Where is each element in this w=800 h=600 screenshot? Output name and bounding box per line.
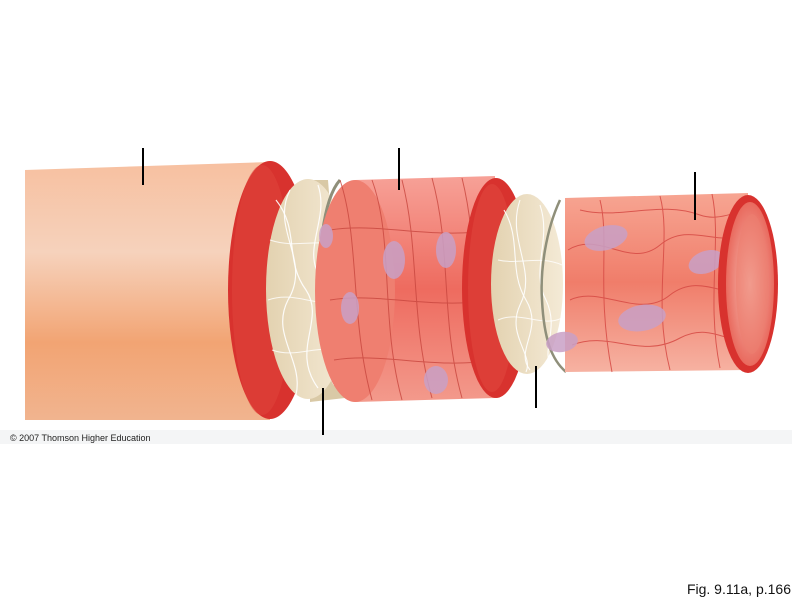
nucleus xyxy=(424,366,448,394)
endothelial-nucleus xyxy=(688,249,724,275)
endothelial-nucleus xyxy=(618,304,666,332)
endothelial-nucleus xyxy=(546,331,578,353)
nucleus xyxy=(383,241,405,279)
lumen xyxy=(718,195,778,373)
copyright-notice: © 2007 Thomson Higher Education xyxy=(10,433,151,443)
nucleus xyxy=(341,292,359,324)
leader-lines xyxy=(142,148,696,435)
nucleus xyxy=(436,232,456,268)
nucleus xyxy=(319,224,333,248)
connective-layer-inner xyxy=(491,194,567,374)
figure-reference: Fig. 9.11a, p.166 xyxy=(686,581,791,597)
endothelial-nucleus xyxy=(584,225,628,251)
inner-lining xyxy=(546,193,749,373)
background-band xyxy=(0,430,792,444)
